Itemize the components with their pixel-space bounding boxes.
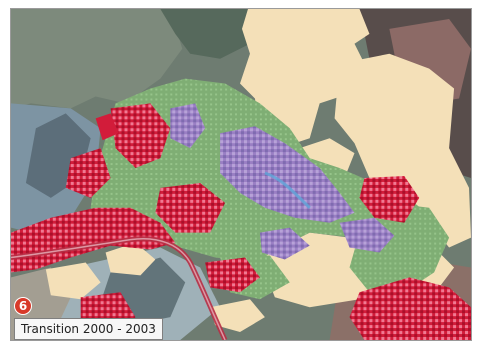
- mountain-northwest: [11, 9, 183, 109]
- mountain-north: [160, 9, 260, 59]
- map-caption: Transition 2000 - 2003: [14, 318, 163, 340]
- urban-south: [259, 227, 310, 260]
- desert-left: [45, 262, 101, 300]
- agriculture-central: [155, 182, 226, 233]
- agriculture-southcenter: [205, 257, 260, 293]
- agriculture-patch-north: [95, 113, 119, 141]
- agriculture-southeast: [349, 277, 471, 340]
- river-highlight: [11, 238, 226, 340]
- map-number-badge: 6: [15, 298, 31, 314]
- agriculture-scatter-1: [65, 148, 111, 198]
- agriculture-east: [359, 175, 420, 223]
- map-frame: 6 Transition 2000 - 2003: [10, 8, 472, 341]
- urban-core: [220, 126, 355, 223]
- urban-east: [339, 217, 395, 253]
- desert-bottom-patch: [210, 299, 265, 333]
- land-cover-map: [11, 9, 471, 340]
- agriculture-northwest: [110, 103, 171, 169]
- desert-north: [240, 9, 370, 149]
- desert-northeast: [334, 53, 471, 248]
- urban-north: [170, 103, 206, 149]
- desert-southwest: [105, 242, 156, 276]
- urban-water: [264, 171, 311, 209]
- agriculture-west-band: [11, 207, 176, 273]
